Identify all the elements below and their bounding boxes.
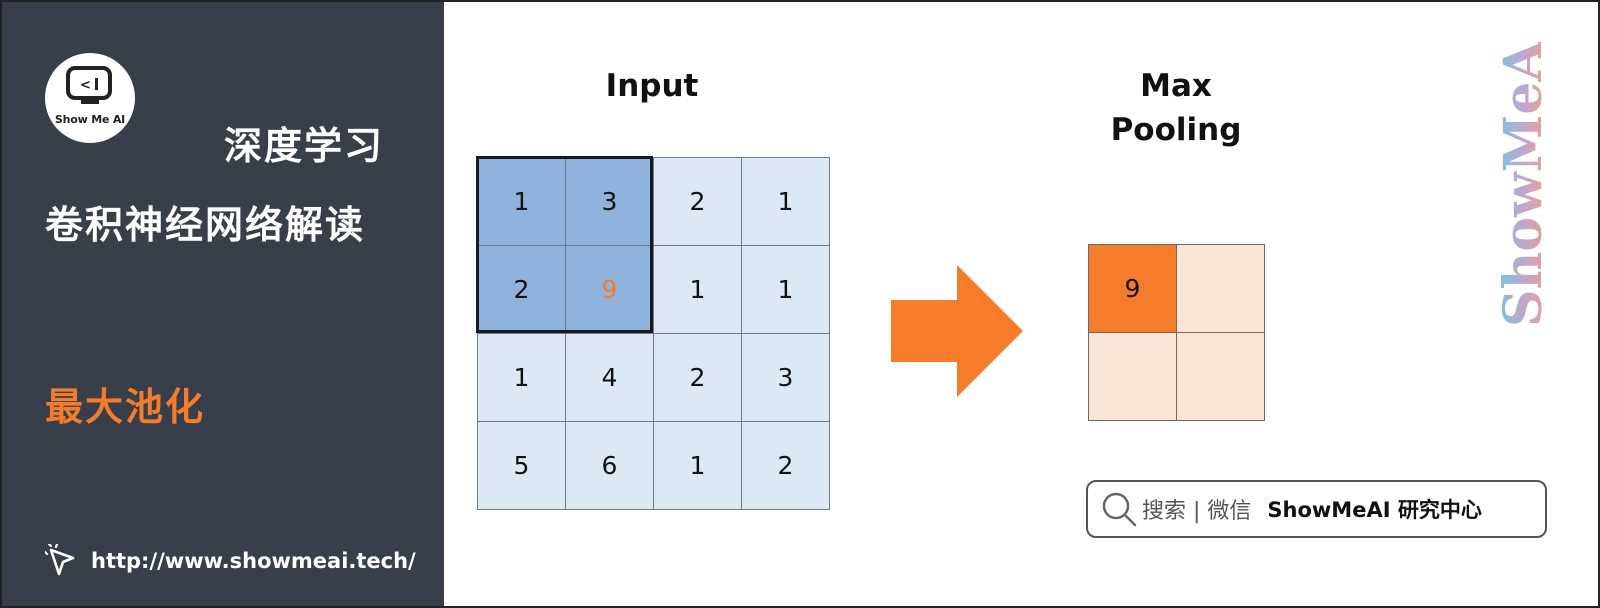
input-cell: 3	[741, 333, 830, 422]
showmeai-watermark: ShowMeAI	[1495, 42, 1554, 327]
output-cell	[1176, 244, 1265, 333]
input-cell: 5	[477, 421, 566, 510]
input-grid: 1 3 2 1 2 9 1 1 1 4 2 3 5 6 1 2	[477, 157, 830, 510]
output-label-line1: Max	[1140, 68, 1212, 104]
series-title: 深度学习	[224, 124, 385, 168]
robot-face-icon: <	[66, 66, 112, 100]
website-link[interactable]: http://www.showmeai.tech/	[45, 544, 416, 578]
input-cell: 6	[565, 421, 654, 510]
input-cell: 2	[653, 333, 742, 422]
cursor-click-icon	[45, 544, 75, 576]
sidebar: < Show Me AI 深度学习 卷积神经网络解读 最大池化 http://w…	[2, 2, 444, 606]
input-cell: 3	[565, 157, 654, 246]
input-cell: 1	[653, 421, 742, 510]
input-cell: 2	[477, 245, 566, 334]
output-grid: 9	[1088, 244, 1265, 421]
input-cell-max: 9	[565, 245, 654, 334]
search-box[interactable]: 搜索 | 微信 ShowMeAI 研究中心	[1086, 480, 1547, 538]
showmeai-logo: < Show Me AI	[45, 53, 135, 143]
output-cell: 9	[1088, 244, 1177, 333]
logo-text: Show Me AI	[54, 113, 126, 126]
input-label: Input	[605, 68, 699, 104]
search-prefix: 搜索 | 微信	[1142, 499, 1252, 524]
input-cell: 2	[653, 157, 742, 246]
output-label-line2: Pooling	[1110, 112, 1242, 148]
input-cell: 1	[653, 245, 742, 334]
input-cell: 4	[565, 333, 654, 422]
output-cell	[1176, 332, 1265, 421]
search-icon	[1102, 492, 1137, 527]
output-cell	[1088, 332, 1177, 421]
search-brand: ShowMeAI 研究中心	[1267, 498, 1482, 522]
watermark-text: ShowMeAI	[1495, 42, 1554, 327]
topic-title: 最大池化	[45, 385, 206, 429]
input-cell: 1	[477, 157, 566, 246]
chapter-title: 卷积神经网络解读	[45, 203, 366, 247]
input-cell: 1	[741, 157, 830, 246]
right-arrow-icon	[891, 265, 1023, 397]
input-cell: 1	[741, 245, 830, 334]
website-url[interactable]: http://www.showmeai.tech/	[91, 549, 416, 573]
input-cell: 2	[741, 421, 830, 510]
input-cell: 1	[477, 333, 566, 422]
output-label: Max Pooling	[1098, 64, 1254, 152]
